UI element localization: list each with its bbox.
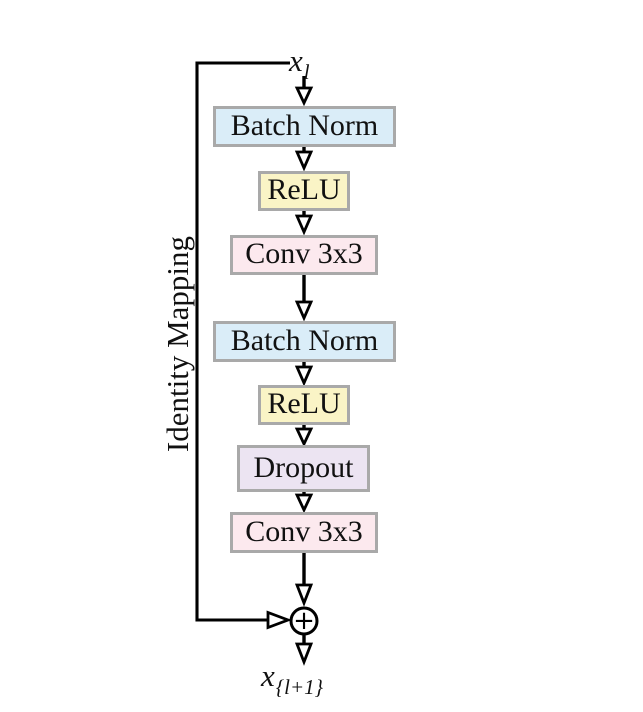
node-relu-1: ReLU [258,171,350,211]
node-batch-norm-2: Batch Norm [213,321,396,362]
node-conv3x3-2: Conv 3x3 [230,512,378,553]
input-label-subscript: l [303,60,310,84]
arrow-right-icon [266,610,292,630]
arrow-down-icon [294,76,314,107]
node-conv3x3-1: Conv 3x3 [230,235,378,275]
output-label-subscript: {l+1} [275,675,324,699]
plus-icon: + [293,606,315,636]
node-batch-norm-1: Batch Norm [213,106,396,147]
arrow-down-icon [294,553,314,607]
node-label: Batch Norm [230,323,379,357]
arrow-down-icon [294,147,314,172]
output-label: x{l+1} [261,658,323,698]
arrow-down-icon [294,362,314,387]
identity-mapping-label: Identity Mapping [160,235,195,453]
node-label: Dropout [253,450,354,484]
node-label: ReLU [267,173,341,206]
node-relu-2: ReLU [258,385,350,425]
input-label: xl [289,43,310,83]
output-label-base: x [261,658,276,693]
node-label: Conv 3x3 [245,514,363,548]
node-dropout: Dropout [237,445,370,492]
arrow-down-icon [294,275,314,322]
arrow-down-icon [294,211,314,236]
node-label: Conv 3x3 [245,237,363,270]
arrow-down-icon [294,425,314,448]
node-label: Batch Norm [230,108,379,142]
arrow-down-icon [294,492,314,514]
add-node: + [289,606,319,636]
node-label: ReLU [267,387,341,420]
input-label-base: x [289,43,304,78]
skip-connection [195,61,292,630]
arrow-down-icon [294,634,314,666]
